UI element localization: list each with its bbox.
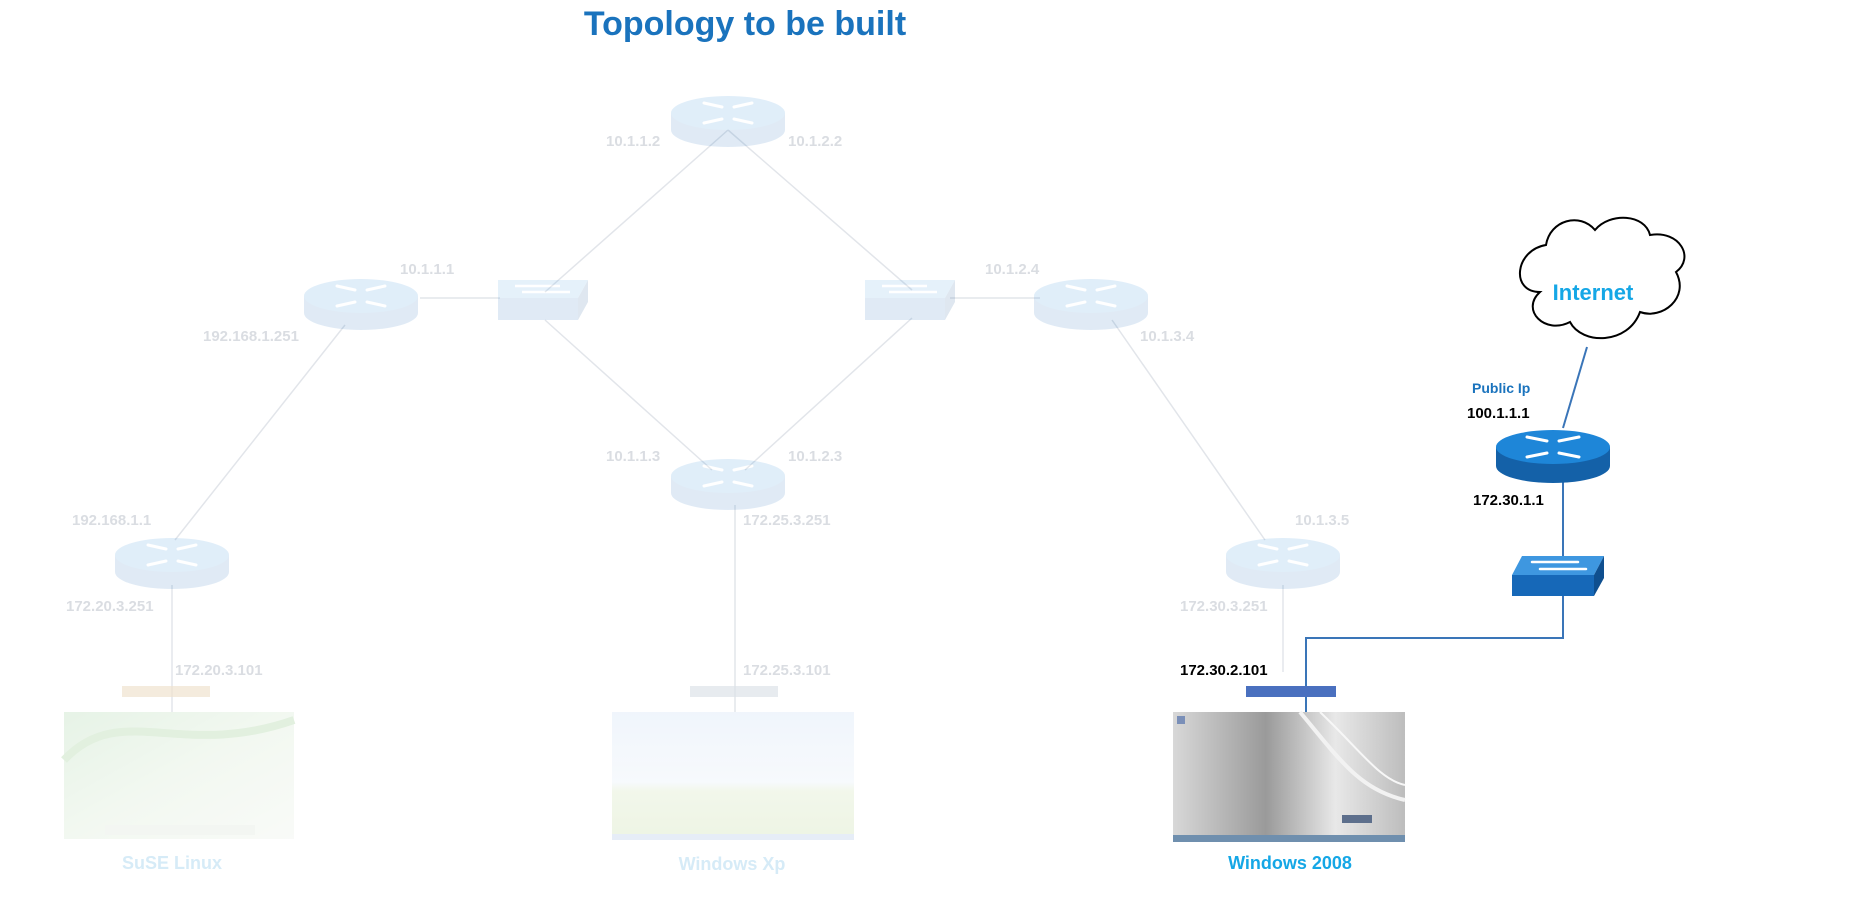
- ip-label: 10.1.1.3: [606, 448, 660, 465]
- ip-label: 172.20.3.101: [175, 662, 263, 679]
- ip-label: 172.30.3.251: [1180, 598, 1268, 615]
- ip-label: 10.1.1.1: [400, 261, 454, 278]
- ip-label: 172.30.1.1: [1473, 492, 1544, 509]
- router-top: [671, 96, 785, 147]
- host-label-xp: Windows Xp: [679, 854, 786, 874]
- win2008-hostname-blur: [1246, 686, 1336, 697]
- public-ip-caption: Public Ip: [1472, 380, 1530, 396]
- ip-label: 172.25.3.101: [743, 662, 831, 679]
- router-right: [1034, 279, 1148, 330]
- ip-label: 10.1.2.4: [985, 261, 1040, 278]
- ip-label: 172.30.2.101: [1180, 662, 1268, 679]
- switch-left: [498, 280, 588, 320]
- switch-right: [865, 280, 955, 320]
- cloud-label: Internet: [1553, 280, 1634, 305]
- ip-label: 10.1.2.2: [788, 133, 842, 150]
- suse-hostname-blur: [122, 686, 210, 697]
- ip-label: 10.1.2.3: [788, 448, 842, 465]
- router-suse: [115, 538, 229, 589]
- ip-label: 172.25.3.251: [743, 512, 831, 529]
- faded-links: [171, 129, 1284, 712]
- switch-internet: [1512, 556, 1604, 596]
- host-label-win2008: Windows 2008: [1228, 853, 1352, 873]
- ip-label: 10.1.1.2: [606, 133, 660, 150]
- router-internet: [1496, 430, 1610, 483]
- ip-label: 172.20.3.251: [66, 598, 154, 615]
- internet-cloud: Internet: [1518, 216, 1686, 340]
- router-center: [671, 459, 785, 510]
- ip-label: 192.168.1.1: [72, 512, 151, 529]
- win2008-screen: [1173, 710, 1406, 842]
- router-win: [1226, 538, 1340, 589]
- ip-label: 100.1.1.1: [1467, 405, 1530, 422]
- ip-label: 10.1.3.5: [1295, 512, 1349, 529]
- router-left: [304, 279, 418, 330]
- diagram-title: Topology to be built: [584, 5, 906, 43]
- xp-hostname-blur: [690, 686, 778, 697]
- ip-label: 192.168.1.251: [203, 328, 299, 345]
- active-links: [1305, 346, 1588, 712]
- suse-screen: [61, 712, 296, 839]
- ip-label: 10.1.3.4: [1140, 328, 1195, 345]
- host-label-suse: SuSE Linux: [122, 853, 222, 873]
- xp-screen: [612, 712, 854, 840]
